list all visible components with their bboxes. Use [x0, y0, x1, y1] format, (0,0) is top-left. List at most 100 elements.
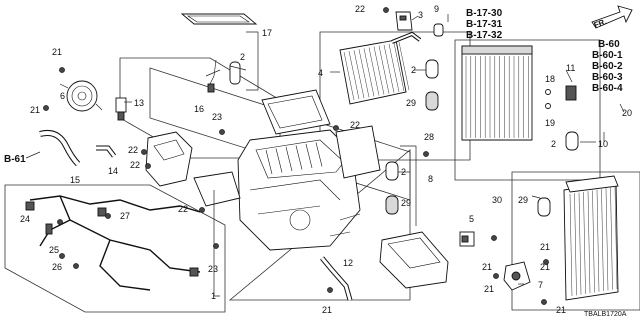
fastener-icon [43, 105, 49, 111]
fastener-icon [423, 151, 429, 157]
fastener-icon [59, 67, 65, 73]
callout-9: 9 [434, 4, 439, 14]
fin-line [305, 143, 313, 169]
bracket-3 [395, 11, 413, 31]
callout-11: 11 [566, 63, 575, 73]
callouts: 1 2 2 2 2 3 4 5 6 7 8 9 10 11 12 13 14 1… [20, 4, 632, 315]
fin-line [578, 192, 582, 295]
fin-line [393, 42, 405, 92]
seals-heater [425, 59, 439, 111]
sensor-11 [545, 85, 625, 113]
ref-b-60: B-60 [598, 39, 620, 50]
fin-line [614, 186, 618, 290]
fin-line [373, 46, 385, 95]
callout-29: 29 [406, 98, 416, 108]
ref-b-60-4: B-60-4 [592, 83, 623, 94]
callout-2: 2 [411, 65, 416, 75]
fin-line [378, 45, 390, 94]
callout-17: 17 [262, 28, 272, 38]
pipe-12 [320, 256, 353, 301]
callout-2: 2 [551, 139, 556, 149]
callout-21: 21 [322, 305, 332, 315]
fin-line [398, 42, 410, 91]
fastener-icon [543, 259, 549, 265]
callout-22: 22 [350, 120, 360, 130]
fin-line [610, 187, 613, 290]
fin-line [569, 193, 573, 297]
callout-6: 6 [60, 91, 65, 101]
callout-16: 16 [194, 104, 204, 114]
callout-18: 18 [545, 74, 555, 84]
fin-line [315, 142, 323, 167]
fastener-icon [333, 125, 339, 131]
ref-b-17-30: B-17-30 [466, 8, 503, 19]
fin-line [353, 50, 365, 99]
callout-3: 3 [418, 10, 423, 20]
foot-duct [193, 171, 241, 207]
fin-line [295, 145, 303, 170]
callout-21: 21 [540, 262, 550, 272]
callout-2: 2 [240, 52, 245, 62]
callout-21: 21 [52, 47, 62, 57]
upper-duct [261, 89, 331, 135]
diagram-code: TBALB1720A [584, 311, 627, 318]
ref-b-60-2: B-60-2 [592, 61, 623, 72]
callout-22: 22 [355, 4, 365, 14]
callout-24: 24 [20, 214, 30, 224]
callout-26: 26 [52, 262, 62, 272]
callout-21: 21 [484, 284, 494, 294]
callout-10: 10 [598, 139, 608, 149]
ref-b-61-leader [25, 151, 41, 159]
fin-line [383, 44, 395, 93]
seal-9 [433, 23, 444, 37]
blend-case [335, 125, 381, 179]
callout-21: 21 [556, 305, 566, 315]
callout-22: 22 [178, 204, 188, 214]
callout-1: 1 [211, 291, 216, 301]
fastener-icon [491, 235, 497, 241]
fin-line [605, 188, 609, 291]
ref-b-60-3: B-60-3 [592, 72, 623, 83]
ref-b-17-31: B-17-31 [466, 19, 503, 30]
fin-line [583, 191, 586, 294]
callout-23: 23 [212, 112, 222, 122]
callout-23: 23 [208, 264, 218, 274]
seal-29-right [537, 197, 551, 217]
lower-duct [379, 231, 449, 289]
callout-20: 20 [622, 108, 632, 118]
callout-27: 27 [120, 211, 130, 221]
fin-line [601, 189, 604, 292]
reference-codes: B-17-30 B-17-31 B-17-32 B-60 B-60-1 B-60… [4, 8, 623, 165]
callout-25: 25 [49, 245, 59, 255]
actuator-5 [459, 231, 475, 247]
heater-core [339, 31, 422, 105]
actuator-13 [115, 97, 127, 121]
actuator-7 [503, 261, 531, 291]
fastener-icon [383, 7, 389, 13]
callout-29: 29 [401, 198, 411, 208]
fastener-icon [219, 129, 225, 135]
fastener-icon [105, 213, 111, 219]
fastener-icon [327, 287, 333, 293]
fastener-icon [213, 243, 219, 249]
fin-line [275, 148, 283, 173]
fin-line [388, 43, 400, 92]
callout-2: 2 [401, 167, 406, 177]
seal-evap [565, 131, 579, 151]
fastener-icon [141, 149, 147, 155]
fastener-icon [57, 219, 63, 225]
callout-21: 21 [482, 262, 492, 272]
callout-7: 7 [538, 280, 543, 290]
fastener-icon [541, 299, 547, 305]
callout-29: 29 [518, 195, 528, 205]
ref-b-61: B-61 [4, 154, 26, 165]
callout-22: 22 [130, 160, 140, 170]
ref-b-17-32: B-17-32 [466, 30, 503, 41]
fin-line [363, 48, 375, 97]
sensor-16 [207, 59, 241, 93]
callout-15: 15 [70, 175, 80, 185]
blower-motor [59, 80, 103, 112]
lower-evaporator [563, 175, 619, 301]
evaporator [461, 45, 533, 141]
fin-line [265, 149, 273, 175]
